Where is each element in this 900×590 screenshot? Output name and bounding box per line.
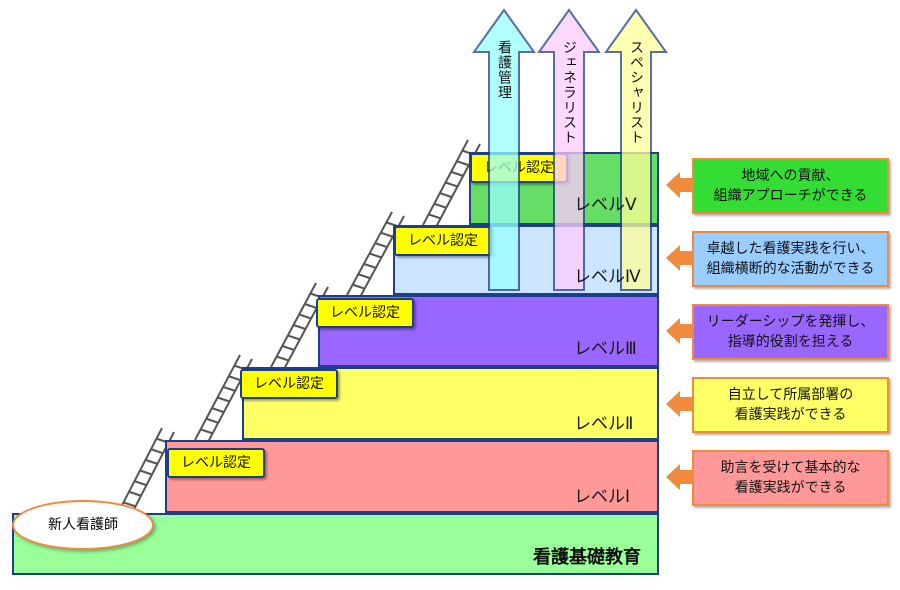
management-path-label: 看護管理 [496, 40, 512, 100]
ladder-rung [205, 417, 219, 424]
ladder-rung [293, 324, 306, 330]
ladder-rung [228, 375, 242, 382]
generalist-path-label: ジェネラリスト [561, 40, 577, 145]
new-nurse-oval: 新人看護師 [12, 500, 154, 550]
level-5-description: 地域への貢献、 組織アプローチができる [692, 158, 889, 214]
ladder-rung [363, 262, 377, 269]
level-2-desc-line1: 自立して所属部署の [727, 387, 854, 403]
level-1-desc-line2: 看護実践ができる [734, 480, 847, 496]
ladder-rung [200, 428, 213, 435]
ladder-rung [433, 202, 447, 209]
level-4-label: レベルⅣ [574, 267, 641, 287]
level-5-desc-line1: 地域への貢献、 [741, 168, 840, 184]
ladder-rung [374, 242, 388, 249]
level-2-desc-line2: 看護実践ができる [734, 407, 847, 423]
specialist-path-label: スペシャリスト [628, 40, 644, 145]
ladder-rung [450, 170, 464, 177]
level-5-label: レベルⅤ [574, 195, 637, 215]
ladder-rung [357, 273, 371, 280]
ladder-rung [304, 303, 318, 309]
ladder-rung [369, 252, 382, 259]
level-2-label: レベルⅡ [574, 414, 634, 434]
management-arrow [472, 8, 536, 291]
level-4-cert-badge: レベル認定 [394, 226, 492, 256]
level-4-description: 卓越した看護実践を行い、 組織横断的な活動ができる [692, 231, 889, 287]
ladder-rung [428, 213, 441, 220]
level-3-cert-badge: レベル認定 [316, 298, 414, 328]
ladder-rung [298, 313, 312, 320]
ladder-rung [439, 192, 453, 199]
ladder-2 [194, 354, 253, 445]
ladder-rung [150, 448, 164, 455]
level-1-description: 助言を受けて基本的な 看護実践ができる [692, 450, 889, 506]
ladder-rung [134, 480, 147, 487]
level-1-cert-badge: レベル認定 [167, 448, 265, 478]
level-3-desc-line2: 指導的役割を担える [727, 334, 854, 350]
ladder-rung [128, 490, 142, 497]
level-3-desc-line1: リーダーシップを発揮し、 [706, 314, 875, 330]
specialist-arrow [604, 8, 668, 291]
ladder-rung [380, 231, 394, 238]
level-5-desc-arrow-icon [666, 172, 692, 198]
ladder-rung [145, 458, 158, 465]
ladder-rung [276, 355, 289, 362]
ladder-rung [456, 160, 470, 167]
ladder-rung [445, 181, 458, 188]
ladder-3 [270, 282, 329, 372]
ladder-rung [222, 385, 236, 392]
ladder-rung [211, 407, 225, 414]
base-education-label: 看護基礎教育 [533, 547, 641, 568]
ladder-rung [217, 396, 230, 403]
level-5-desc-line2: 組織アプローチができる [713, 188, 868, 204]
ladder-rung [139, 469, 153, 476]
level-2-cert-badge: レベル認定 [240, 369, 338, 399]
new-nurse-label: 新人看護師 [48, 517, 118, 533]
ladder-rung [287, 334, 301, 341]
level-3-label: レベルⅢ [574, 339, 637, 359]
level-4-desc-arrow-icon [666, 245, 692, 271]
level-1-desc-line1: 助言を受けて基本的な [720, 460, 861, 476]
ladder-rung [123, 501, 136, 508]
level-4-desc-line1: 卓越した看護実践を行い、 [706, 241, 875, 257]
generalist-arrow [537, 8, 601, 291]
level-1-desc-arrow-icon [666, 464, 692, 490]
level-2-description: 自立して所属部署の 看護実践ができる [692, 377, 889, 433]
ladder-rung [352, 283, 365, 290]
level-1-label: レベルⅠ [574, 487, 631, 507]
level-2-desc-arrow-icon [666, 391, 692, 417]
level-4-desc-line2: 組織横断的な活動ができる [706, 261, 875, 277]
level-3-description: リーダーシップを発揮し、 指導的役割を担える [692, 304, 889, 360]
level-3-desc-arrow-icon [666, 318, 692, 344]
ladder-rung [281, 345, 295, 351]
